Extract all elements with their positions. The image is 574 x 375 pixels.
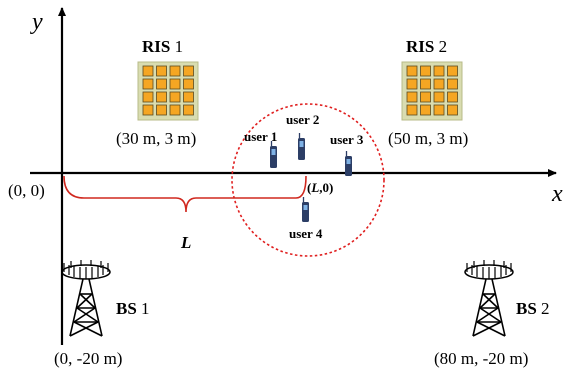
ris-1-label: RIS 1 <box>142 37 184 56</box>
ris-element <box>433 104 445 116</box>
user-3-label: user 3 <box>330 132 364 147</box>
ris-element <box>420 78 431 90</box>
ris-element <box>433 65 445 77</box>
y-axis-label: y <box>32 9 43 35</box>
ris-element <box>420 91 431 103</box>
ris-element <box>183 65 194 77</box>
ris-element <box>406 65 418 77</box>
bs-2-label: BS 2 <box>516 299 550 318</box>
user-4-label: user 4 <box>289 226 323 241</box>
user-2-label: user 2 <box>286 112 320 127</box>
x-axis-label: x <box>552 181 563 207</box>
ris-1-coord: (30 m, 3 m) <box>116 129 197 148</box>
ris-element <box>169 104 181 116</box>
bs-2-tower-icon <box>464 260 514 337</box>
user-region-circle <box>231 103 385 257</box>
ris-element <box>156 104 167 116</box>
ris-element <box>447 91 458 103</box>
ris-element <box>433 78 445 90</box>
ris-element <box>142 91 154 103</box>
ris-1-panel <box>137 61 199 121</box>
bs-2-coord: (80 m, -20 m) <box>434 349 529 368</box>
ris-element <box>420 104 431 116</box>
point-l-zero-label: (L,0) <box>307 180 334 195</box>
ris-element <box>156 65 167 77</box>
bs-1-label: BS 1 <box>116 299 150 318</box>
ris-element <box>406 78 418 90</box>
ris-element <box>169 91 181 103</box>
ris-2-panel <box>401 61 463 121</box>
ris-element <box>406 104 418 116</box>
origin-label: (0, 0) <box>8 181 45 200</box>
ris-element <box>183 78 194 90</box>
ris-element <box>156 91 167 103</box>
user-2-phone-icon <box>298 133 305 160</box>
bs-1-coord: (0, -20 m) <box>54 349 123 368</box>
distance-brace <box>63 175 307 213</box>
user-1-phone-icon <box>270 141 277 168</box>
user-1-label: user 1 <box>244 129 278 144</box>
distance-l-label: L <box>181 233 192 252</box>
ris-element <box>183 91 194 103</box>
ris-2-coord: (50 m, 3 m) <box>388 129 469 148</box>
bs-1-tower-icon <box>61 260 111 337</box>
user-4-phone-icon <box>302 197 309 222</box>
ris-element <box>406 91 418 103</box>
ris-element <box>447 78 458 90</box>
ris-element <box>142 104 154 116</box>
ris-element <box>169 78 181 90</box>
ris-element <box>447 65 458 77</box>
ris-element <box>433 91 445 103</box>
ris-2-label: RIS 2 <box>406 37 448 56</box>
user-3-phone-icon <box>345 151 352 176</box>
ris-element <box>447 104 458 116</box>
ris-element <box>420 65 431 77</box>
ris-element <box>183 104 194 116</box>
ris-element <box>156 78 167 90</box>
ris-element <box>142 65 154 77</box>
ris-element <box>169 65 181 77</box>
ris-element <box>142 78 154 90</box>
